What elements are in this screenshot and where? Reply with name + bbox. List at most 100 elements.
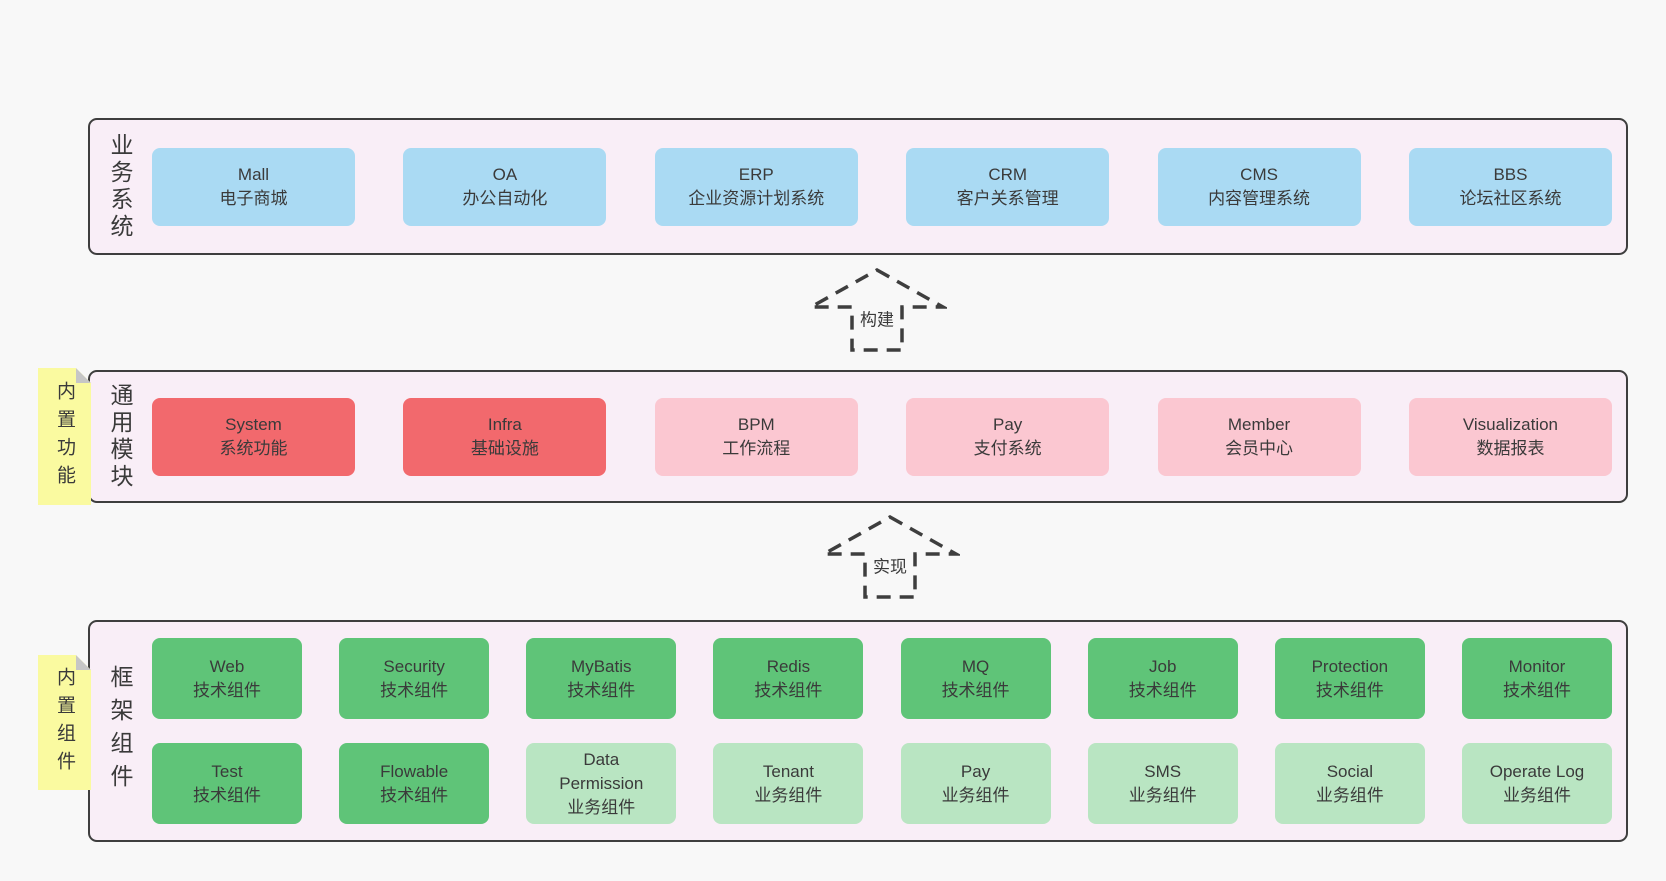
module-subtitle: 技术组件 [754,680,823,700]
module-subtitle: 业务组件 [941,785,1010,805]
module-box-flowable: Flowable 技术组件 [339,743,490,824]
module-subtitle: 技术组件 [567,680,636,700]
layer-label-text: 框架组件 [107,665,133,797]
up-arrow-icon [807,267,947,352]
module-box-tenant: Tenant 业务组件 [713,743,864,824]
layer-label-business-systems: 业务系统 [100,120,140,253]
module-subtitle: 电子商城 [219,188,288,208]
layer-label-text: 通用模块 [107,382,133,491]
module-name: Social [1326,761,1373,781]
module-name: Redis [766,656,811,676]
module-name: Job [1148,656,1177,676]
implement-arrow: 实现 [820,513,960,601]
implement-arrow-label: 实现 [869,551,911,579]
module-box-social: Social 业务组件 [1274,743,1425,824]
module-box-job: Job 技术组件 [1087,638,1238,719]
module-box-mybatis: MyBatis 技术组件 [526,638,677,719]
module-name: MQ [961,656,990,676]
layer-common-modules: 通用模块 System 系统功能 Infra 基础设施 BPM 工作流程 Pay 支付系统 Me… [88,370,1628,503]
sticky-note-built-in-components: 内置组件 [38,655,91,790]
module-box-erp: ERP 企业资源计划系统 [654,147,858,226]
build-arrow: 构建 [807,266,947,354]
module-subtitle: 技术组件 [1128,680,1197,700]
sticky-note-text: 内置组件 [54,666,75,779]
module-box-cms: CMS 内容管理系统 [1157,147,1361,226]
module-subtitle: 技术组件 [193,785,261,805]
module-name: Member [1227,414,1291,434]
module-subtitle: 论坛社区系统 [1459,188,1562,208]
module-name: Tenant [762,761,814,781]
layer-label-text: 业务系统 [107,132,133,241]
module-name: Visualization [1462,414,1559,434]
module-subtitle: 技术组件 [380,785,449,805]
layer-business-systems: 业务系统 Mall 电子商城 OA 办公自动化 ERP 企业资源计划系统 CRM 客户关系管理… [88,118,1628,255]
module-box-mall: Mall 电子商城 [152,147,355,226]
module-box-bpm: BPM 工作流程 [654,397,858,476]
module-name: Mall [237,164,270,184]
module-name: Pay [993,414,1023,434]
module-name: Web [209,656,245,676]
module-name: Infra [487,414,522,434]
module-box-security: Security 技术组件 [339,638,490,719]
layer-label-common-modules: 通用模块 [100,372,140,501]
module-subtitle: 技术组件 [1502,680,1571,700]
module-subtitle: 数据报表 [1476,438,1545,458]
build-arrow-label: 构建 [856,304,898,332]
module-subtitle: 系统功能 [219,438,288,458]
sticky-note-built-in-features: 内置功能 [38,368,91,505]
module-subtitle: 办公自动化 [462,188,548,208]
module-subtitle: 技术组件 [193,680,261,700]
module-box-redis: Redis 技术组件 [713,638,864,719]
module-subtitle: 业务组件 [754,785,823,805]
module-subtitle: 客户关系管理 [956,188,1059,208]
module-subtitle: 业务组件 [1128,785,1197,805]
module-subtitle: 技术组件 [380,680,449,700]
module-name: Data Permission [559,749,644,793]
up-arrow-icon [820,514,960,599]
module-name: Operate Log [1489,761,1585,781]
module-name: Flowable [380,761,449,781]
module-name: Monitor [1508,656,1566,676]
module-subtitle: 基础设施 [470,438,539,458]
module-subtitle: 支付系统 [973,438,1042,458]
module-name: MyBatis [571,656,632,676]
module-subtitle: 企业资源计划系统 [688,188,825,208]
business-systems-boxes: Mall 电子商城 OA 办公自动化 ERP 企业资源计划系统 CRM 客户关系管理 CMS 内容… [152,120,1612,253]
module-subtitle: 业务组件 [1315,785,1384,805]
module-name: BBS [1493,164,1528,184]
module-box-sms: SMS 业务组件 [1087,743,1238,824]
module-box-protection: Protection 技术组件 [1274,638,1425,719]
module-box-infra: Infra 基础设施 [403,397,607,476]
module-subtitle: 内容管理系统 [1208,188,1311,208]
module-name: ERP [738,164,774,184]
module-name: BPM [737,414,775,434]
module-name: CMS [1240,164,1278,184]
module-name: System [225,414,282,434]
module-box-monitor: Monitor 技术组件 [1461,638,1612,719]
module-box-crm: CRM 客户关系管理 [906,147,1110,226]
sticky-note-text: 内置功能 [54,380,75,493]
module-subtitle: 技术组件 [1315,680,1384,700]
module-box-web: Web 技术组件 [152,638,302,719]
module-name: Security [383,656,445,676]
module-name: Protection [1311,656,1389,676]
module-box-data-permission: Data Permission 业务组件 [526,743,677,824]
module-box-oa: OA 办公自动化 [403,147,607,226]
layer-label-framework-components: 框架组件 [100,622,140,840]
module-subtitle: 业务组件 [567,797,636,817]
module-name: OA [492,164,518,184]
module-subtitle: 工作流程 [722,438,791,458]
module-name: SMS [1144,761,1182,781]
module-box-bbs: BBS 论坛社区系统 [1408,147,1612,226]
module-name: CRM [988,164,1028,184]
